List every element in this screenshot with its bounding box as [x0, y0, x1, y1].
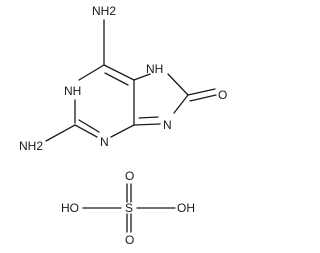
- bond-c2-n3-b: [78, 119, 100, 133]
- purine-atoms: NH2 NH NH O N NH2 N: [19, 4, 227, 153]
- label-nh-ring: NH: [64, 84, 81, 98]
- bond-n9-c4-b: [138, 116, 159, 119]
- sulfate-bonds: [82, 183, 176, 233]
- label-n-imine: N: [163, 118, 172, 132]
- bond-n3-c4: [110, 124, 135, 138]
- bond-c8-o-b: [189, 94, 217, 102]
- label-oh-left: HO: [61, 201, 79, 215]
- label-s: S: [125, 201, 133, 215]
- label-nh-imidazole: NH: [146, 62, 163, 76]
- structure-drawing: NH2 NH NH O N NH2 N S HO OH O O: [19, 4, 227, 247]
- bond-c5-n7: [133, 73, 151, 81]
- label-nh2-left: NH2: [19, 139, 43, 153]
- bond-c5-c6-b: [104, 72, 129, 86]
- bond-c2-nh2: [45, 124, 76, 142]
- sulfate-atoms: S HO OH O O: [61, 169, 195, 247]
- bond-n7-c8: [167, 73, 189, 96]
- chemical-structure: NH2 NH NH O N NH2 N S HO OH O O: [19, 4, 227, 247]
- bond-c2-n3-a: [74, 124, 98, 138]
- label-o-top: O: [125, 169, 134, 183]
- bond-c5-c6-a: [103, 64, 135, 81]
- bond-n9-c4-a: [133, 123, 161, 126]
- purine-bonds: [45, 19, 217, 142]
- bond-c6-n1: [78, 64, 105, 81]
- label-oh-right: OH: [177, 201, 195, 215]
- label-n-pyrimidine: N: [100, 135, 109, 149]
- label-oxo: O: [218, 88, 227, 102]
- label-o-bottom: O: [125, 233, 134, 247]
- label-nh2-top: NH2: [92, 4, 116, 18]
- bond-c8-o-a: [187, 88, 216, 96]
- bond-c8-n9: [173, 94, 189, 114]
